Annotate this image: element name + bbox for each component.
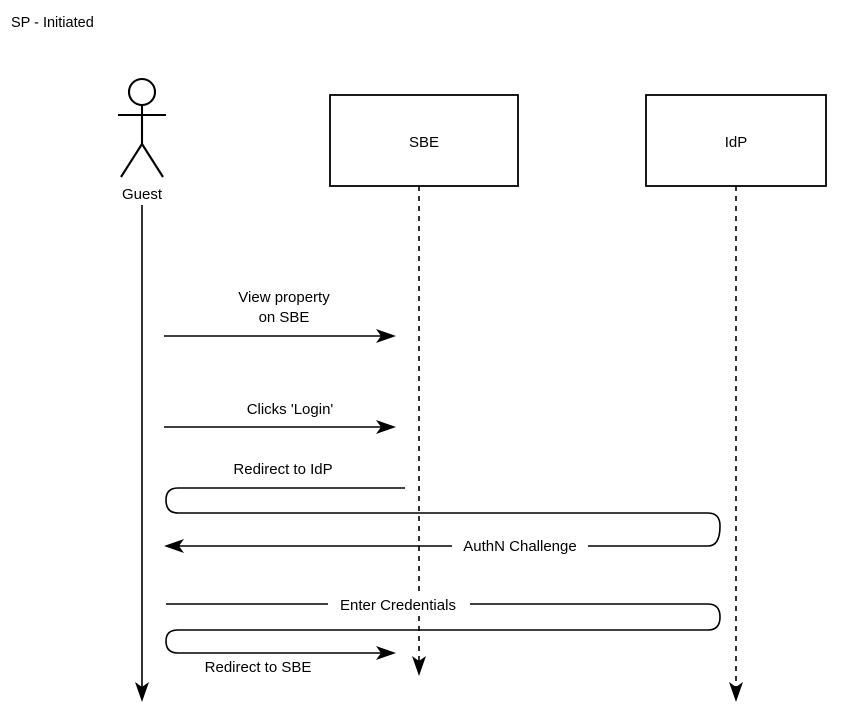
- actor-guest-label: Guest: [122, 186, 163, 203]
- message-2-arrowhead: [376, 420, 396, 434]
- lifeline-idp-end-arrow: [729, 682, 743, 702]
- participant-sbe-box: [329, 94, 519, 187]
- message-4-label-backdrop: [452, 534, 588, 554]
- actor-guest[interactable]: Guest: [118, 77, 166, 203]
- participant-idp[interactable]: IdP: [645, 94, 827, 187]
- message-4-label: AuthN Challenge: [463, 538, 576, 555]
- message-redirect-to-idp[interactable]: Redirect to IdP: [165, 461, 708, 514]
- actor-head-icon: [127, 77, 157, 107]
- lifeline-sbe-end-arrow: [412, 656, 426, 676]
- message-5-path: [166, 603, 721, 631]
- message-6-arrowhead: [376, 646, 396, 660]
- message-4-arrowhead: [164, 539, 184, 553]
- message-1-arrowhead: [376, 329, 396, 343]
- diagram-title: SP - Initiated: [11, 15, 94, 31]
- message-3-label: Redirect to IdP: [233, 461, 332, 478]
- message-view-property[interactable]: View property on SBE: [164, 289, 396, 343]
- message-6-label: Redirect to SBE: [205, 659, 312, 676]
- lifelines: [135, 186, 743, 702]
- message-1-label-line2: on SBE: [259, 309, 310, 326]
- actor-leg-right-icon: [141, 143, 164, 178]
- participant-sbe-label: SBE: [409, 134, 439, 151]
- message-6-path: [165, 629, 385, 654]
- message-2-label: Clicks 'Login': [247, 401, 334, 418]
- participant-idp-label: IdP: [725, 134, 748, 151]
- message-authn-challenge[interactable]: AuthN Challenge: [164, 512, 721, 555]
- message-4-path: [175, 512, 721, 547]
- message-redirect-to-sbe[interactable]: Redirect to SBE: [165, 629, 396, 676]
- participant-sbe[interactable]: SBE: [329, 94, 519, 187]
- message-5-label-backdrop: [328, 592, 470, 612]
- message-5-label: Enter Credentials: [340, 597, 456, 614]
- message-clicks-login[interactable]: Clicks 'Login': [164, 401, 396, 434]
- message-enter-credentials[interactable]: Enter Credentials: [166, 592, 721, 631]
- lifeline-guest-end-arrow: [135, 682, 149, 702]
- participant-idp-box: [645, 94, 827, 187]
- message-3-path: [165, 487, 708, 514]
- actor-leg-left-icon: [120, 143, 143, 178]
- message-1-label-line1: View property: [238, 289, 330, 306]
